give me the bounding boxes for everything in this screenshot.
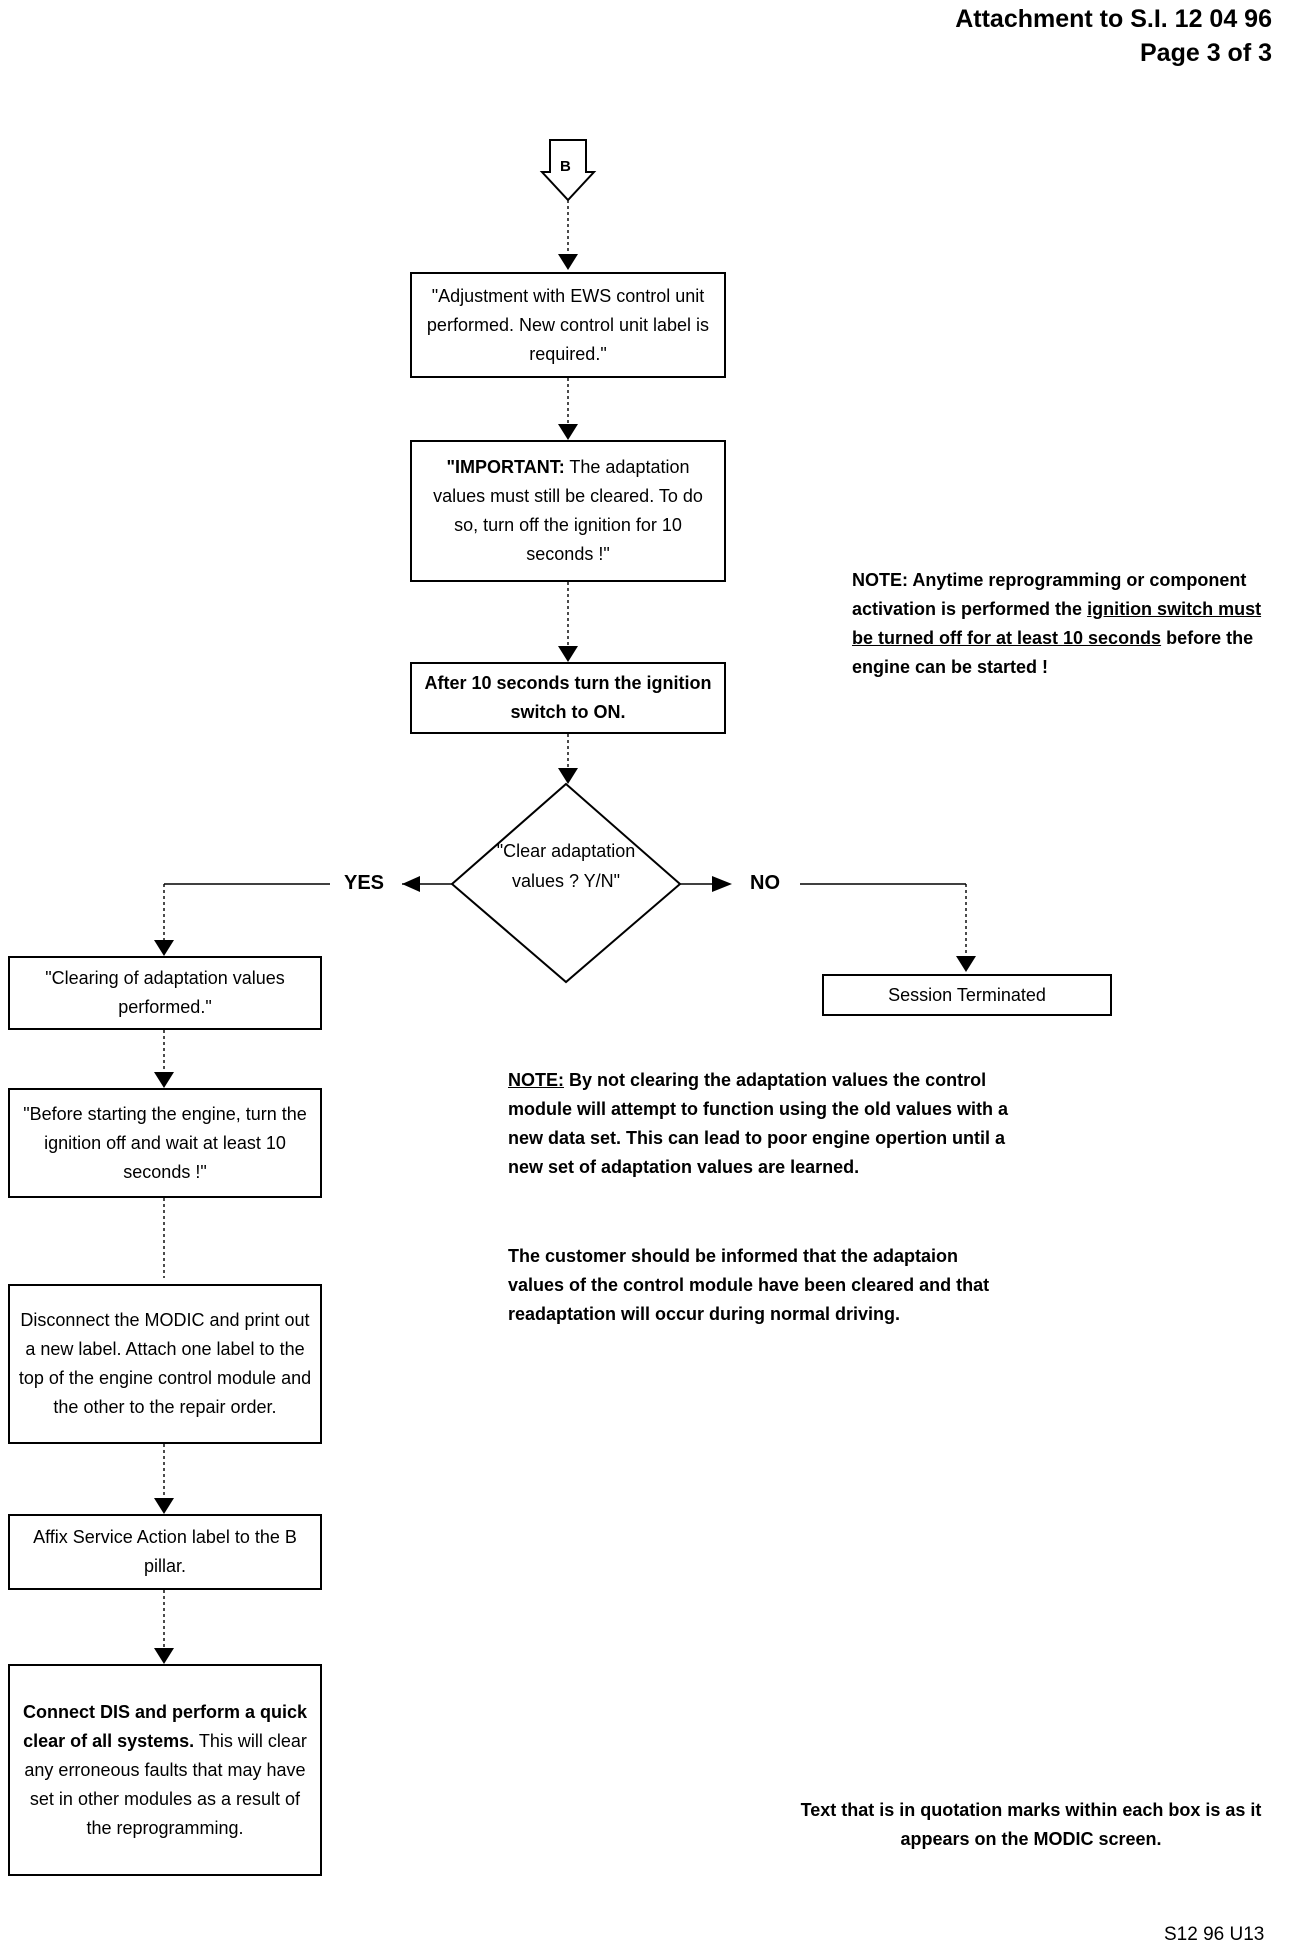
attachment-title: Attachment to S.I. 12 04 96 [955,5,1272,33]
box-after-10-seconds: After 10 seconds turn the ignition switc… [410,662,726,734]
note-not-clearing: NOTE: By not clearing the adaptation val… [508,1070,1009,1177]
page-indicator: Page 3 of 3 [1140,39,1272,67]
note-customer-informed: The customer should be informed that the… [508,1246,990,1324]
box-important: "IMPORTANT: The adaptation values must s… [410,440,726,582]
document-code: S12 96 U13 [1164,1924,1265,1945]
box-adjustment: "Adjustment with EWS control unit perfor… [410,272,726,378]
box-before-starting: "Before starting the engine, turn the ig… [8,1088,322,1198]
box-session-terminated: Session Terminated [822,974,1112,1016]
decision-text: "Clear adaptation values ? Y/N" [496,841,636,891]
yes-label: YES [344,872,385,894]
box-affix-label: Affix Service Action label to the B pill… [8,1514,322,1590]
connector-b-label: B [560,158,571,175]
box-disconnect-modic: Disconnect the MODIC and print out a new… [8,1284,322,1444]
box-connect-dis: Connect DIS and perform a quick clear of… [8,1664,322,1876]
note-quotation-marks: Text that is in quotation marks within e… [800,1800,1262,1849]
no-label: NO [750,872,780,894]
decision-diamond [450,782,682,984]
connector-b-shape [539,139,597,202]
note-ignition: NOTE: Anytime reprogramming or component… [852,570,1262,677]
box-clearing-performed: "Clearing of adaptation values performed… [8,956,322,1030]
